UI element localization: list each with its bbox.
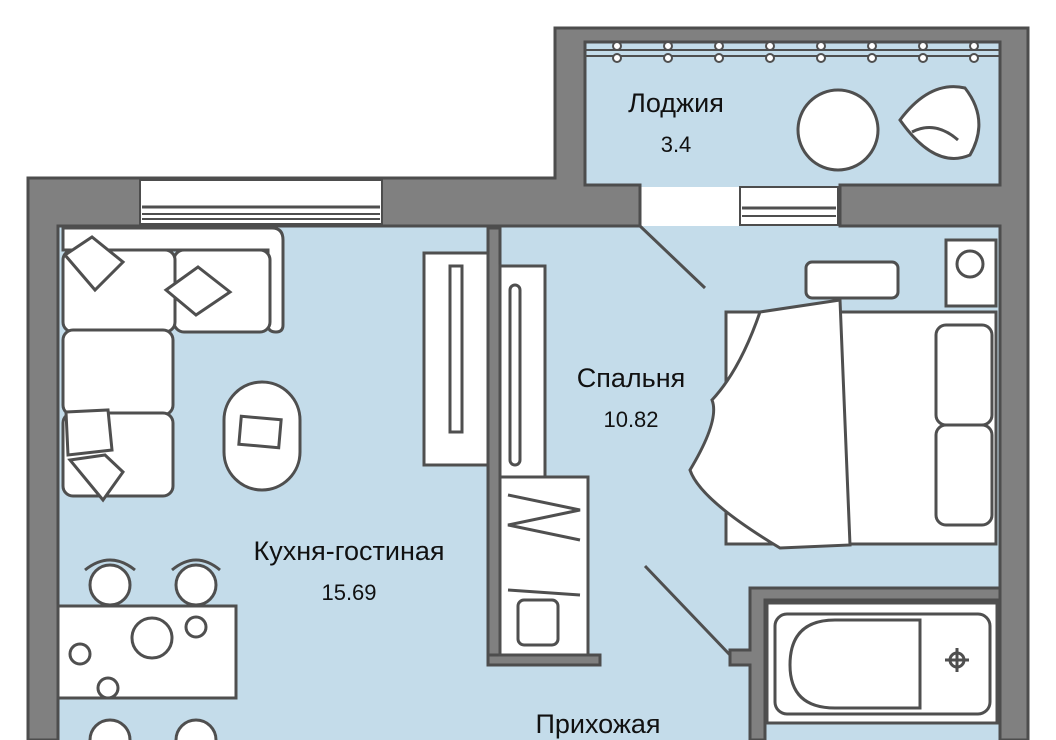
loggia-railing (585, 41, 1000, 63)
door-bathroom (643, 564, 732, 657)
room-name: Лоджия (628, 88, 724, 118)
bathtub (765, 601, 999, 725)
loggia-chair (898, 85, 981, 160)
tv-stand (422, 251, 490, 467)
loggia-table (796, 88, 880, 172)
room-loggia: Лоджия 3.4 (628, 88, 724, 157)
sofa (61, 226, 285, 503)
room-hallway: Прихожая (535, 709, 660, 739)
dining-set (56, 558, 238, 740)
door-loggia (638, 224, 707, 290)
room-name: Прихожая (535, 709, 660, 739)
window-living (139, 179, 383, 225)
room-name: Спальня (577, 363, 686, 393)
window-bedroom (739, 186, 839, 226)
room-living-kitchen: Кухня-гостиная 15.69 (253, 536, 444, 605)
room-area: 3.4 (661, 132, 692, 157)
bed (688, 238, 998, 550)
room-name: Кухня-гостиная (253, 536, 444, 566)
room-bedroom: Спальня 10.82 (577, 363, 686, 432)
wardrobe (498, 264, 590, 657)
room-area: 10.82 (603, 407, 658, 432)
coffee-table (222, 380, 302, 492)
room-area: 15.69 (321, 580, 376, 605)
